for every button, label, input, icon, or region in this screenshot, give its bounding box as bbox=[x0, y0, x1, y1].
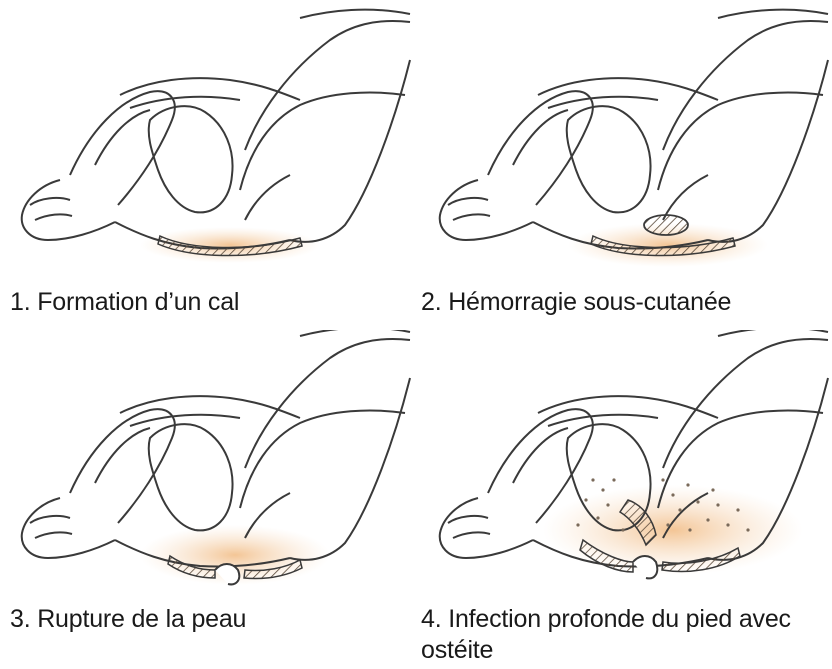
foot-rupture-illustration bbox=[0, 330, 415, 600]
panel-callus bbox=[0, 0, 415, 280]
foot-infection-illustration bbox=[418, 330, 832, 600]
panel-hemorrhage bbox=[418, 0, 832, 280]
caption-skin-rupture: 3. Rupture de la peau bbox=[10, 604, 246, 635]
panel-deep-infection bbox=[418, 330, 832, 600]
caption-hemorrhage: 2. Hémorragie sous-cutanée bbox=[421, 287, 731, 318]
foot-hemorrhage-illustration bbox=[418, 0, 832, 280]
caption-deep-infection: 4. Infection profonde du pied avec ostéi… bbox=[421, 604, 831, 666]
panel-skin-rupture bbox=[0, 330, 415, 600]
foot-callus-illustration bbox=[0, 0, 415, 280]
caption-callus: 1. Formation d’un cal bbox=[10, 287, 239, 318]
hemorrhage-spot bbox=[644, 215, 688, 235]
